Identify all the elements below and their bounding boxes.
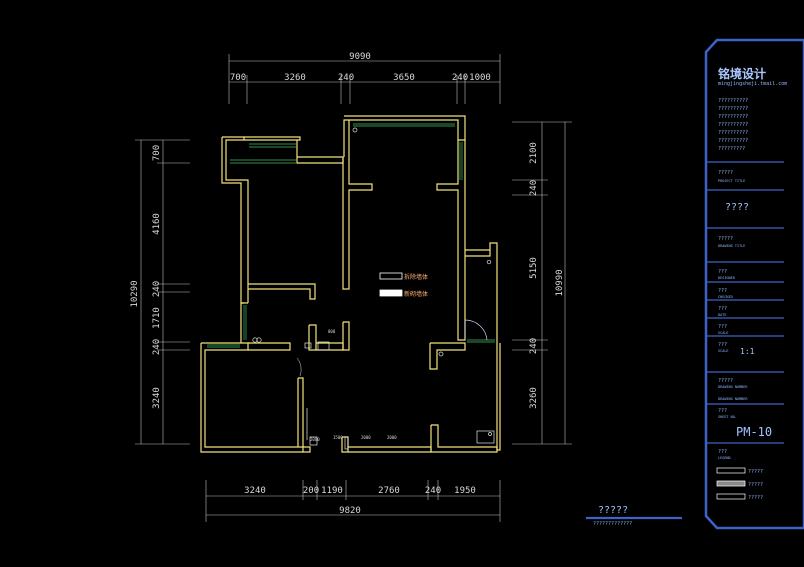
top-total-dim: 9090: [349, 52, 371, 62]
bottom-dim-2: 200: [303, 486, 319, 496]
left-dimension-chain: [135, 139, 190, 445]
left-dim-6: 3240: [152, 387, 162, 409]
demolish-wall-label: 拆除墙体: [404, 273, 428, 281]
door-swing: [464, 319, 488, 341]
bottom-dim-4: 2760: [378, 486, 400, 496]
number-en: DRAWING NUMBER: [718, 385, 748, 389]
top-dim-1: 700: [230, 73, 246, 83]
bottom-dim-5: 240: [425, 486, 441, 496]
left-dim-4: 1710: [152, 307, 162, 329]
number-en-2: DRAWING NUMBER: [718, 397, 748, 401]
top-dim-5: 240: [452, 73, 468, 83]
mark-2: 800: [328, 329, 336, 334]
new-wall-swatch: [379, 289, 403, 297]
right-dim-1: 2100: [529, 142, 539, 164]
legend-swatch-2: [716, 480, 746, 487]
mark-1: 2000: [310, 437, 320, 442]
svg-text:?????????: ?????????: [718, 146, 745, 152]
right-dimension-chain: [512, 121, 572, 445]
right-dim-3: 5150: [529, 257, 539, 279]
mark-5: 2000: [387, 435, 397, 440]
drawing-footer-subtitle: ?????????????: [593, 521, 632, 527]
designer-en: DESIGNER: [718, 276, 736, 280]
bottom-dim-6: 1950: [454, 486, 476, 496]
legend-label: ???: [718, 449, 727, 455]
date-label: ???: [718, 306, 727, 312]
right-total-dim: 10990: [555, 269, 565, 296]
windows: [207, 123, 495, 348]
company-email: mingjingsheji.tmail.com: [718, 81, 787, 87]
svg-text:??????????: ??????????: [718, 122, 748, 128]
drawing-label: ?????: [718, 236, 733, 242]
sheet-en: SHEET NO.: [718, 415, 737, 419]
company-info-lines: ?????????? ?????????? ?????????? ???????…: [718, 98, 748, 152]
demolish-wall-swatch: [379, 272, 403, 280]
designer-label: ???: [718, 269, 727, 275]
door-swing-2: [296, 357, 302, 377]
mark-3: 1500: [333, 435, 343, 440]
top-dimension-chain: [228, 54, 501, 104]
svg-text:??????????: ??????????: [718, 106, 748, 112]
drawing-footer-title: ?????: [598, 505, 628, 516]
left-dim-2: 4160: [152, 213, 162, 235]
right-dim-4: 240: [529, 338, 539, 354]
svg-text:??????????: ??????????: [718, 138, 748, 144]
left-dim-3: 240: [152, 281, 162, 297]
legend-item-3: ?????: [748, 495, 763, 501]
date-en: DATE: [718, 313, 726, 317]
fixtures: [252, 127, 495, 450]
drawing-label-en: DRAWING TITLE: [718, 244, 745, 248]
number-label: ?????: [718, 378, 733, 384]
project-label: ?????: [718, 170, 733, 176]
legend-item-2: ?????: [748, 482, 763, 488]
bottom-dim-1: 3240: [244, 486, 266, 496]
right-dim-2: 240: [529, 180, 539, 196]
scale-label-2: ???: [718, 342, 727, 348]
scale-label: ???: [718, 324, 727, 330]
left-dim-1: 700: [152, 145, 162, 161]
scale-en: SCALE: [718, 331, 729, 335]
checker-en: CHECKED: [718, 295, 733, 299]
bottom-total-dim: 9820: [339, 506, 361, 516]
project-name: ????: [725, 202, 749, 213]
top-dim-6: 1000: [469, 73, 491, 83]
bottom-dimension-chain: [205, 480, 501, 522]
legend-swatch-1: [716, 467, 746, 474]
company-logo: 铭境设计: [718, 66, 766, 81]
title-block-frame: [704, 38, 804, 530]
walls: [200, 115, 501, 453]
mark-4: 2000: [361, 435, 371, 440]
title-block-dividers: [706, 161, 784, 444]
svg-text:??????????: ??????????: [718, 114, 748, 120]
legend-item-1: ?????: [748, 469, 763, 475]
svg-text:??????????: ??????????: [718, 130, 748, 136]
top-dim-4: 3650: [393, 73, 415, 83]
sheet-label: ???: [718, 408, 727, 414]
top-dim-2: 3260: [284, 73, 306, 83]
left-dim-5: 240: [152, 339, 162, 355]
right-dim-5: 3260: [529, 387, 539, 409]
left-total-dim: 10290: [130, 280, 140, 307]
bottom-dim-3: 1190: [321, 486, 343, 496]
sheet-number: PM-10: [736, 425, 772, 439]
legend-swatch-3: [716, 493, 746, 500]
scale-value: 1:1: [740, 347, 755, 356]
svg-text:??????????: ??????????: [718, 98, 748, 104]
scale-en-2: SCALE: [718, 349, 729, 353]
new-wall-label: 新砌墙体: [404, 290, 428, 298]
top-dim-3: 240: [338, 73, 354, 83]
project-label-en: PROJECT TITLE: [718, 179, 745, 183]
checker-label: ???: [718, 288, 727, 294]
legend-en: LEGEND: [718, 456, 731, 460]
